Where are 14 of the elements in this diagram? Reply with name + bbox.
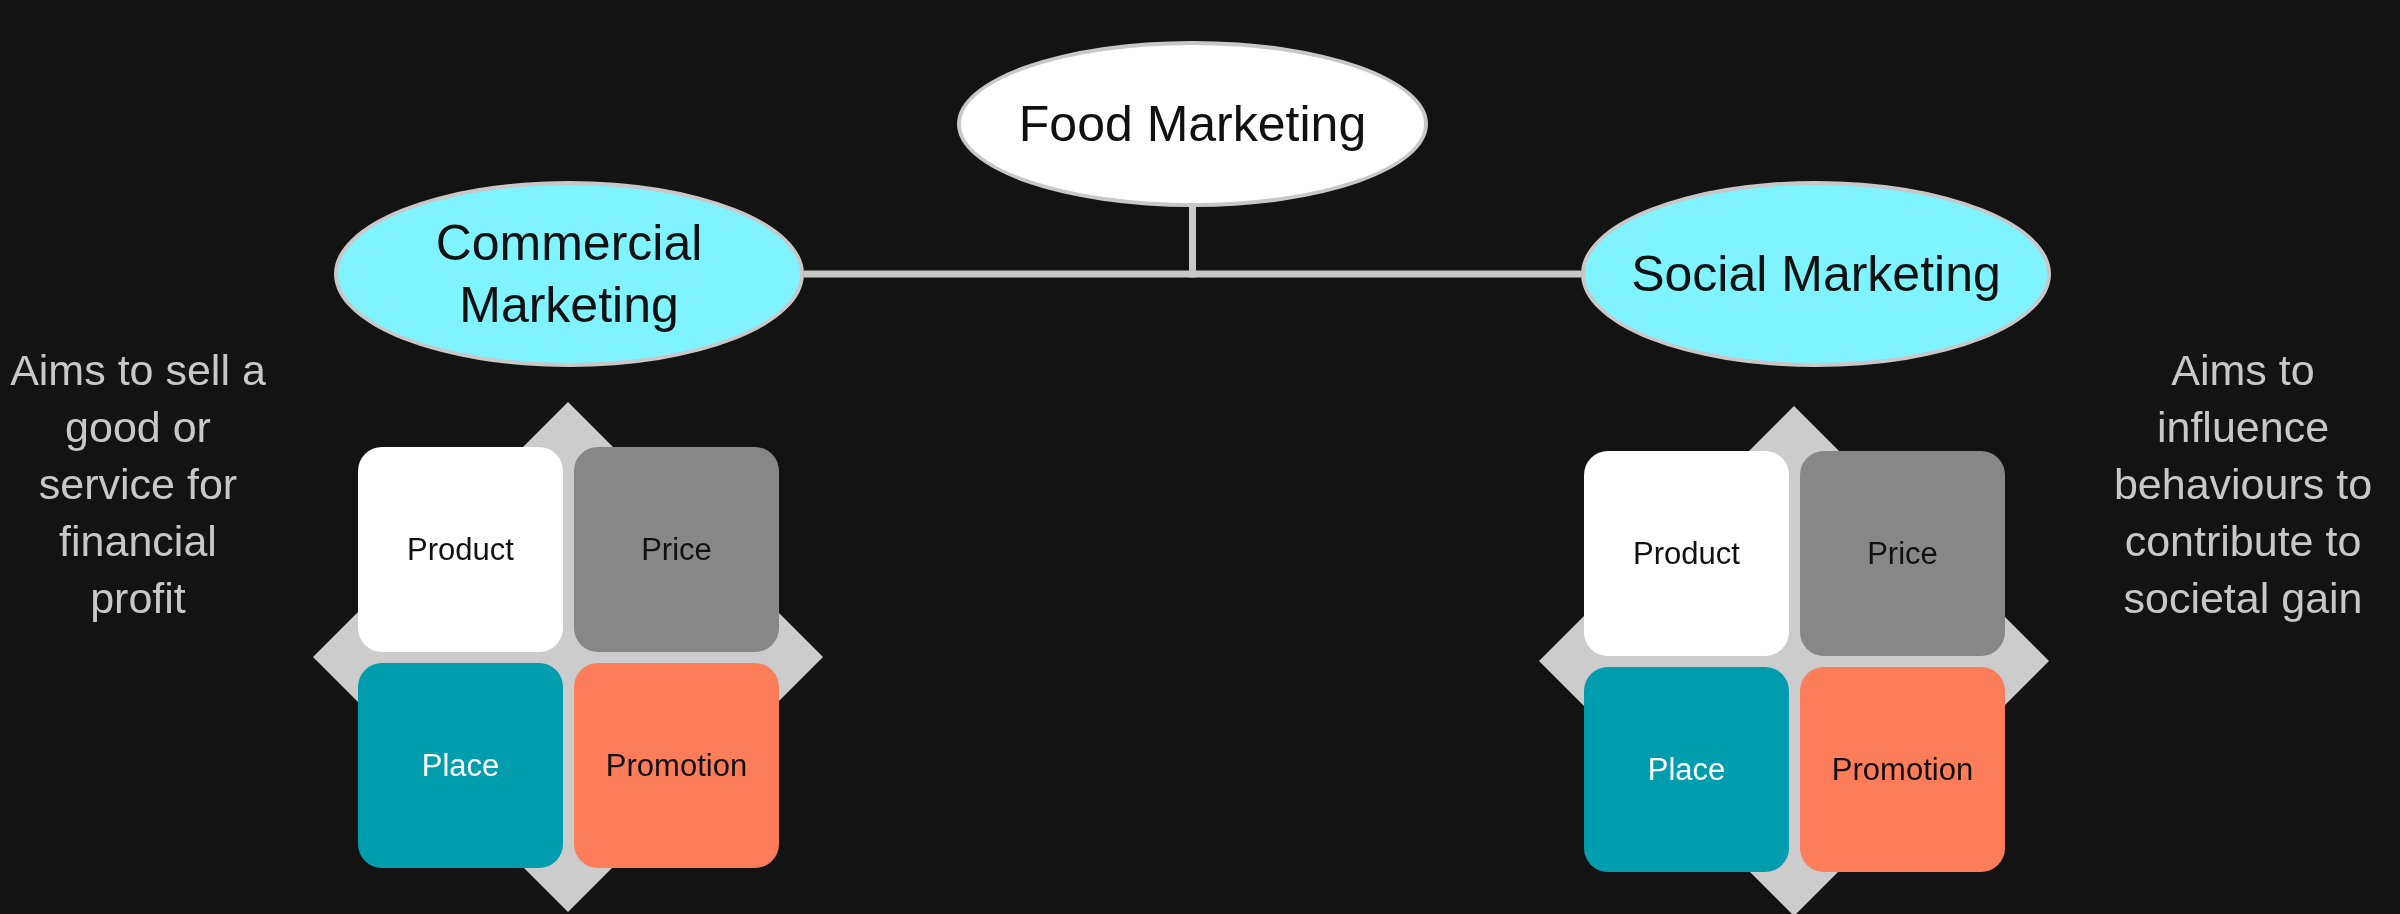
category-ellipse: Commercial Marketing <box>334 181 804 367</box>
description-text: Aims to influence behaviours to contribute to societal gain <box>2112 345 2374 624</box>
mix-tile: Price <box>1800 451 2005 656</box>
topic-ellipse: Food Marketing <box>957 41 1428 207</box>
description-text: Aims to sell a good or service for financial profit <box>9 345 267 624</box>
category-ellipse: Social Marketing <box>1581 181 2051 367</box>
mix-tile: Promotion <box>1800 667 2005 872</box>
mix-tile: Place <box>358 663 563 868</box>
mix-tile: Product <box>1584 451 1789 656</box>
mix-tile: Place <box>1584 667 1789 872</box>
mix-tile: Price <box>574 447 779 652</box>
connector-line <box>1189 207 1581 278</box>
mix-tile: Promotion <box>574 663 779 868</box>
mix-tile: Product <box>358 447 563 652</box>
